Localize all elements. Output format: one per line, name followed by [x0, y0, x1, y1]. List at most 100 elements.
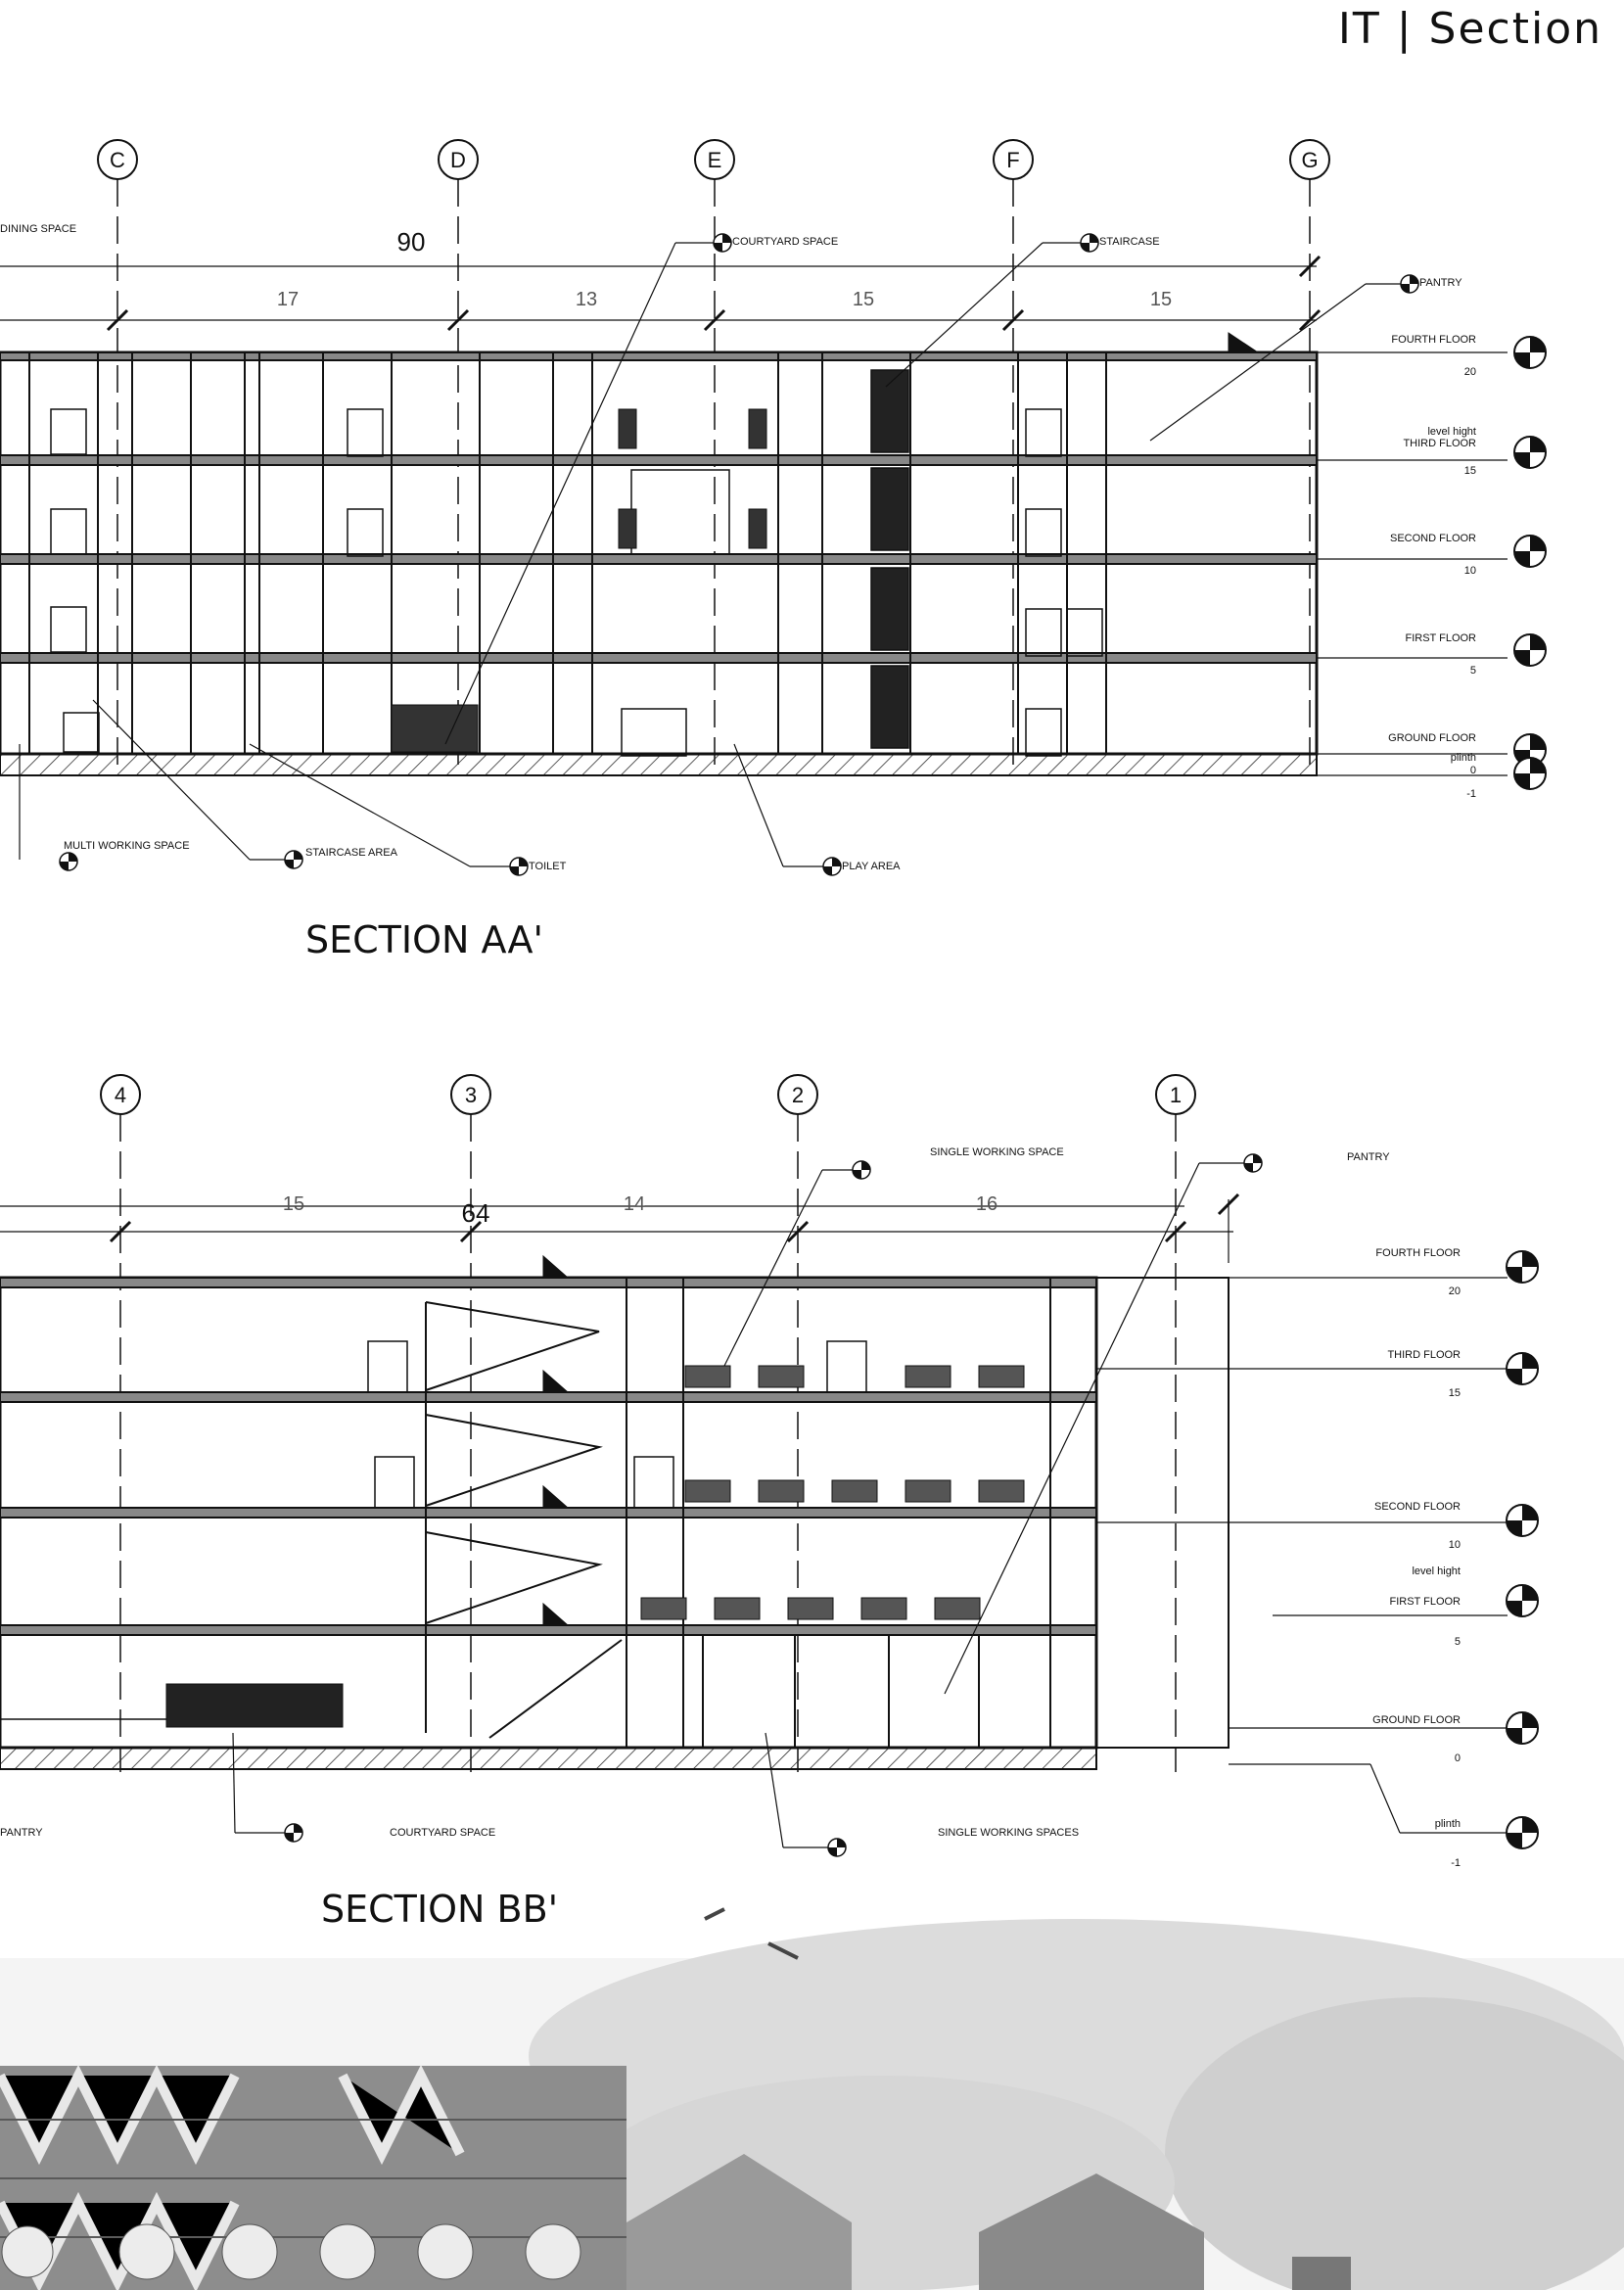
svg-text:2: 2 [792, 1083, 804, 1107]
building-section-aa [0, 332, 1319, 776]
level-name: FIRST FLOOR [1389, 1596, 1461, 1608]
grid-bubble-d: D [438, 139, 479, 180]
level-value: 5 [1455, 1636, 1461, 1648]
room-tag-symbol [827, 1838, 847, 1857]
tag-dining-space: DINING SPACE [0, 223, 76, 235]
section-aa-caption: SECTION AA' [305, 918, 543, 961]
level-value: 0 [1455, 1753, 1461, 1764]
level-lines-bb [1096, 1277, 1508, 1834]
bay-dimension: 16 [976, 1193, 998, 1215]
grid-bubble-c: C [97, 139, 138, 180]
dimension-lines-aa [0, 255, 1322, 332]
grid-bubble-2: 2 [777, 1074, 818, 1115]
room-tag-symbol [1400, 274, 1419, 294]
level-value: 15 [1464, 465, 1476, 477]
tag-toilet: TOILET [529, 861, 567, 872]
tag-pantry: PANTRY [1347, 1151, 1390, 1163]
level-name: FOURTH FLOOR [1391, 334, 1476, 346]
svg-text:3: 3 [465, 1083, 477, 1107]
page-title: IT | Section [1337, 4, 1602, 54]
room-tag-symbol [59, 852, 78, 871]
level-name: plinth [1435, 1818, 1461, 1830]
svg-text:G: G [1301, 148, 1318, 172]
svg-text:C: C [110, 148, 125, 172]
grid-bubble-g: G [1289, 139, 1330, 180]
room-tag-symbol [713, 233, 732, 253]
level-note: level hight [1427, 426, 1476, 438]
level-name: THIRD FLOOR [1387, 1349, 1461, 1361]
room-tag-symbol [284, 1823, 303, 1843]
level-name: FOURTH FLOOR [1375, 1247, 1461, 1259]
bay-dimension: 13 [576, 289, 597, 310]
level-symbol [1513, 633, 1547, 667]
level-value: 0 [1470, 765, 1476, 776]
svg-text:E: E [708, 148, 722, 172]
level-value: 20 [1449, 1285, 1461, 1297]
level-value: 5 [1470, 665, 1476, 677]
tag-pantry: PANTRY [1419, 277, 1462, 289]
grid-bubble-1: 1 [1155, 1074, 1196, 1115]
section-bb-drawing: 4 3 2 1 64 1 [0, 1074, 1539, 1869]
bay-dimension: 17 [277, 289, 299, 310]
level-value: 10 [1464, 565, 1476, 577]
tag-single-working-space: SINGLE WORKING SPACE [930, 1146, 1064, 1158]
level-value: 15 [1449, 1387, 1461, 1399]
level-symbol [1513, 436, 1547, 469]
room-tag-symbol [822, 857, 842, 876]
room-tag-symbol [852, 1160, 871, 1180]
svg-text:4: 4 [115, 1083, 126, 1107]
level-symbol [1506, 1816, 1539, 1849]
overall-dimension-aa: 90 [397, 227, 426, 257]
svg-text:1: 1 [1170, 1083, 1182, 1107]
level-symbol [1513, 336, 1547, 369]
level-value: 10 [1449, 1539, 1461, 1551]
grid-lines-aa [116, 179, 1311, 773]
section-bb-caption: SECTION BB' [321, 1888, 559, 1931]
tag-pantry: PANTRY [0, 1827, 43, 1839]
room-tag-symbol [1080, 233, 1099, 253]
level-name: GROUND FLOOR [1372, 1714, 1461, 1726]
level-symbol [1506, 1584, 1539, 1617]
level-symbol [1506, 1352, 1539, 1385]
grid-bubble-f: F [993, 139, 1034, 180]
room-tag-symbol [509, 857, 529, 876]
tag-single-working-spaces: SINGLE WORKING SPACES [938, 1827, 1079, 1839]
grid-bubble-3: 3 [450, 1074, 491, 1115]
svg-text:D: D [450, 148, 466, 172]
level-symbol [1513, 535, 1547, 568]
tag-staircase: STAIRCASE [1099, 236, 1160, 248]
level-symbol [1506, 1250, 1539, 1284]
level-name: SECOND FLOOR [1390, 533, 1476, 544]
section-aa-drawing: C D E F G [0, 139, 1547, 876]
tag-multi-working-space: MULTI WORKING SPACE [64, 840, 190, 852]
grid-bubble-4: 4 [100, 1074, 141, 1115]
level-name: SECOND FLOOR [1374, 1501, 1461, 1513]
grid-bubble-e: E [694, 139, 735, 180]
rendered-elevation-image [0, 1907, 1624, 2290]
overall-dimension-bb: 64 [462, 1198, 490, 1228]
svg-text:F: F [1006, 148, 1019, 172]
bay-dimension: 15 [853, 289, 874, 310]
room-tag-symbol [284, 850, 303, 869]
level-note: level hight [1412, 1566, 1461, 1577]
tag-courtyard-space: COURTYARD SPACE [390, 1827, 495, 1839]
tag-courtyard-space: COURTYARD SPACE [732, 236, 838, 248]
bay-dimension: 15 [1150, 289, 1172, 310]
level-name: GROUND FLOOR [1388, 732, 1476, 744]
grid-lines-bb [119, 1114, 1177, 1772]
leader-lines-bb [232, 1162, 1253, 1848]
dimension-lines-bb [0, 1192, 1240, 1263]
bay-dimension: 15 [283, 1193, 304, 1215]
tag-play-area: PLAY AREA [842, 861, 901, 872]
level-name: plinth [1451, 752, 1476, 764]
level-value: -1 [1451, 1857, 1461, 1869]
level-name: THIRD FLOOR [1403, 438, 1476, 449]
level-lines-aa [1317, 351, 1508, 776]
level-symbol [1506, 1711, 1539, 1745]
level-name: FIRST FLOOR [1405, 632, 1476, 644]
room-tag-symbol [1243, 1153, 1263, 1173]
tag-staircase-area: STAIRCASE AREA [305, 847, 398, 859]
level-symbol [1513, 757, 1547, 790]
level-symbol [1506, 1504, 1539, 1537]
